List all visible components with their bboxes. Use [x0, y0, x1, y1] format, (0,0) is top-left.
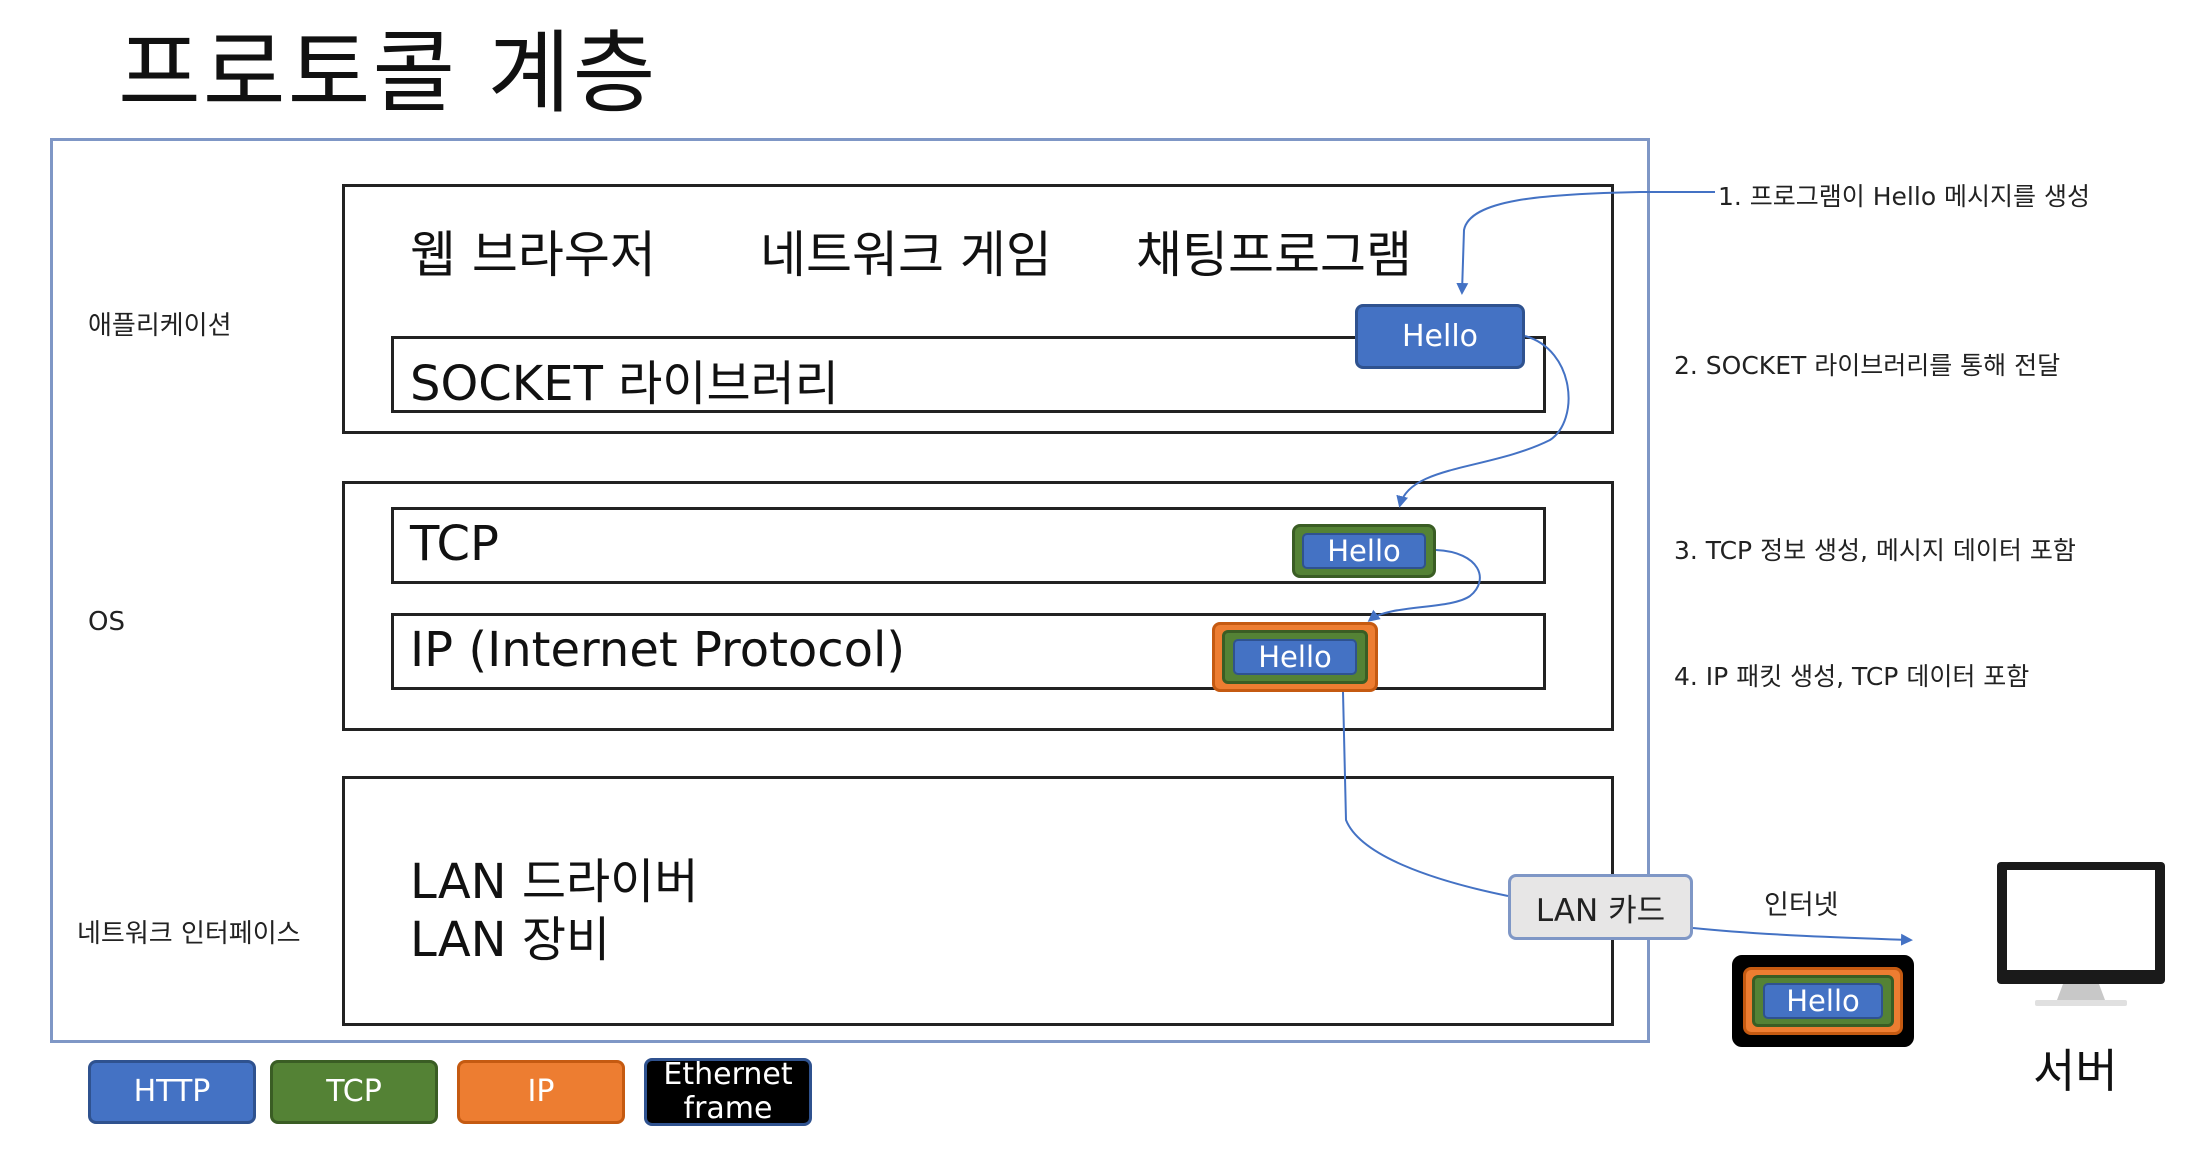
legend-http-label: HTTP	[133, 1074, 211, 1109]
server-monitor-icon	[1995, 860, 2175, 1010]
tcp-segment: Hello	[1292, 524, 1436, 578]
legend-ethernet-frame: Ethernet frame	[644, 1058, 812, 1126]
side-label-network-interface: 네트워크 인터페이스	[77, 919, 301, 949]
step-2: 2. SOCKET 라이브러리를 통해 전달	[1674, 351, 2061, 380]
socket-library-box	[391, 336, 1546, 413]
ip-packet: Hello	[1212, 622, 1378, 692]
hello-text: Hello	[1786, 984, 1860, 1018]
tcp-label: TCP	[410, 516, 499, 572]
lan-driver-label: LAN 드라이버	[410, 854, 699, 910]
host-frame	[50, 138, 1650, 1043]
network-interface-layer-box	[342, 776, 1614, 1026]
server-label: 서버	[2033, 1044, 2118, 1098]
side-label-os: OS	[88, 607, 125, 637]
socket-library-label: SOCKET 라이브러리	[410, 356, 839, 412]
tcp-segment-in-ip: Hello	[1222, 630, 1368, 684]
legend-tcp: TCP	[270, 1060, 438, 1124]
internet-label: 인터넷	[1764, 890, 1839, 921]
hello-message-in-frame: Hello	[1763, 983, 1883, 1019]
page-title: 프로토콜 계층	[118, 21, 658, 126]
step-3: 3. TCP 정보 생성, 메시지 데이터 포함	[1674, 536, 2076, 565]
legend-ip-label: IP	[527, 1074, 555, 1109]
step-4: 4. IP 패킷 생성, TCP 데이터 포함	[1674, 662, 2030, 691]
legend-tcp-label: TCP	[326, 1074, 382, 1109]
lan-card: LAN 카드	[1508, 874, 1693, 940]
app-web-browser: 웹 브라우저	[410, 226, 656, 284]
hello-text: Hello	[1258, 640, 1332, 674]
arrow-to-tcp	[1396, 335, 1570, 508]
step-1: 1. 프로그램이 Hello 메시지를 생성	[1718, 182, 2091, 211]
legend-ethernet-label-1: Ethernet	[663, 1057, 793, 1092]
arrow-create	[1456, 191, 1715, 295]
app-network-game: 네트워크 게임	[760, 226, 1052, 284]
arrow-to-internet	[1692, 927, 1913, 946]
hello-message-in-ip: Hello	[1233, 639, 1357, 675]
hello-text: Hello	[1327, 534, 1401, 568]
ethernet-frame: Hello	[1732, 955, 1914, 1047]
tcp-segment-in-frame: Hello	[1752, 975, 1894, 1027]
lan-card-label: LAN 카드	[1535, 892, 1666, 929]
arrow-to-ip	[1367, 549, 1481, 622]
legend-ethernet-label-2: frame	[683, 1091, 773, 1126]
hello-text: Hello	[1401, 319, 1479, 354]
legend-ip: IP	[457, 1060, 625, 1124]
legend-http: HTTP	[88, 1060, 256, 1124]
hello-message-http: Hello	[1355, 304, 1525, 369]
hello-message-in-tcp: Hello	[1302, 533, 1426, 569]
lan-device-label: LAN 장비	[410, 912, 611, 968]
ip-label: IP (Internet Protocol)	[410, 622, 906, 678]
ip-packet-in-frame: Hello	[1743, 967, 1903, 1035]
arrow-to-lan-card	[1342, 691, 1509, 897]
side-label-application: 애플리케이션	[88, 311, 232, 341]
app-chat-program: 채팅프로그램	[1136, 226, 1412, 284]
